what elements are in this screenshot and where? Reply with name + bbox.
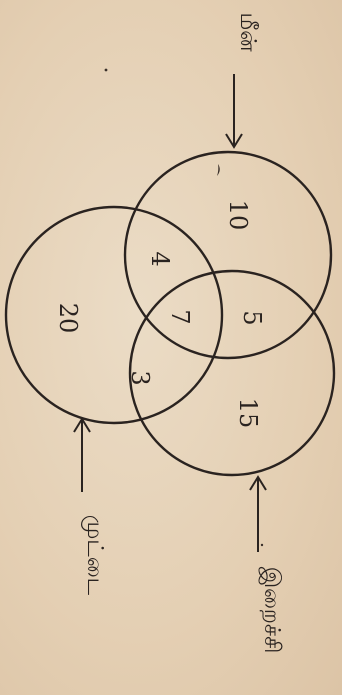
speck-dot <box>104 68 108 72</box>
circle-muttai <box>4 205 224 425</box>
circle-iraichi <box>128 269 336 477</box>
muttai-pointer <box>73 417 91 492</box>
region-iraichi-only: 15 <box>234 398 262 429</box>
region-meen-iraichi: 5 <box>238 310 266 325</box>
label-iraichi: இறைச்சி <box>259 567 284 654</box>
region-meen-only: 10 <box>224 200 252 231</box>
meen-pointer <box>225 74 243 149</box>
speck-dot <box>260 543 264 547</box>
region-muttai-only: 20 <box>54 303 82 334</box>
iraichi-pointer <box>249 475 267 552</box>
label-muttai: முட்டை <box>81 515 107 596</box>
arrow-up-icon <box>249 475 267 491</box>
arrow-up-icon <box>73 417 91 433</box>
region-meen-muttai: 4 <box>146 251 174 266</box>
label-meen: மீன் <box>235 12 260 52</box>
pen-mark <box>217 164 220 176</box>
circle-meen <box>123 150 333 360</box>
region-iraichi-muttai: 3 <box>126 370 154 385</box>
arrow-down-icon <box>225 133 243 149</box>
region-all-three: 7 <box>166 309 194 324</box>
